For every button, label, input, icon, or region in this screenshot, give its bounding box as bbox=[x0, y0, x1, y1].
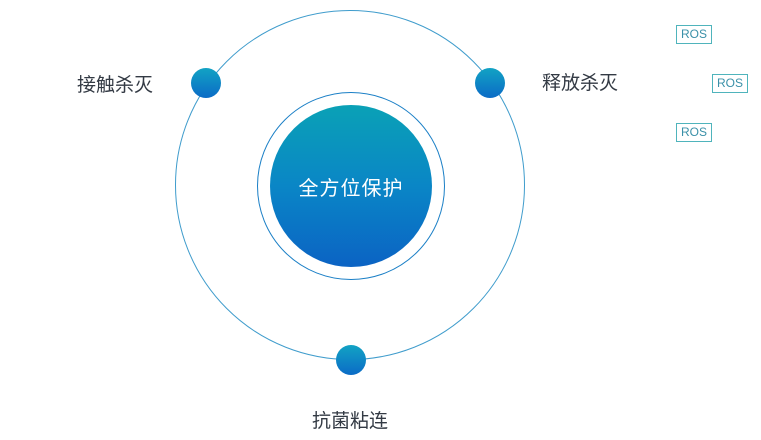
node-dot-contact-kill bbox=[191, 68, 221, 98]
label-anti-adhesion: 抗菌粘连 bbox=[312, 410, 389, 432]
center-label: 全方位保护 bbox=[298, 175, 404, 200]
label-contact-kill: 接触杀灭 bbox=[77, 74, 154, 96]
node-dot-anti-adhesion bbox=[336, 345, 366, 375]
label-release-kill: 释放杀灭 bbox=[542, 72, 619, 94]
inner-ring bbox=[257, 92, 445, 280]
ros-tag: ROS bbox=[676, 123, 713, 142]
center-circle: 全方位保护 bbox=[270, 105, 432, 267]
ros-tag: ROS bbox=[676, 25, 713, 44]
node-dot-release-kill bbox=[475, 68, 505, 98]
ros-tag: ROS bbox=[712, 74, 749, 93]
